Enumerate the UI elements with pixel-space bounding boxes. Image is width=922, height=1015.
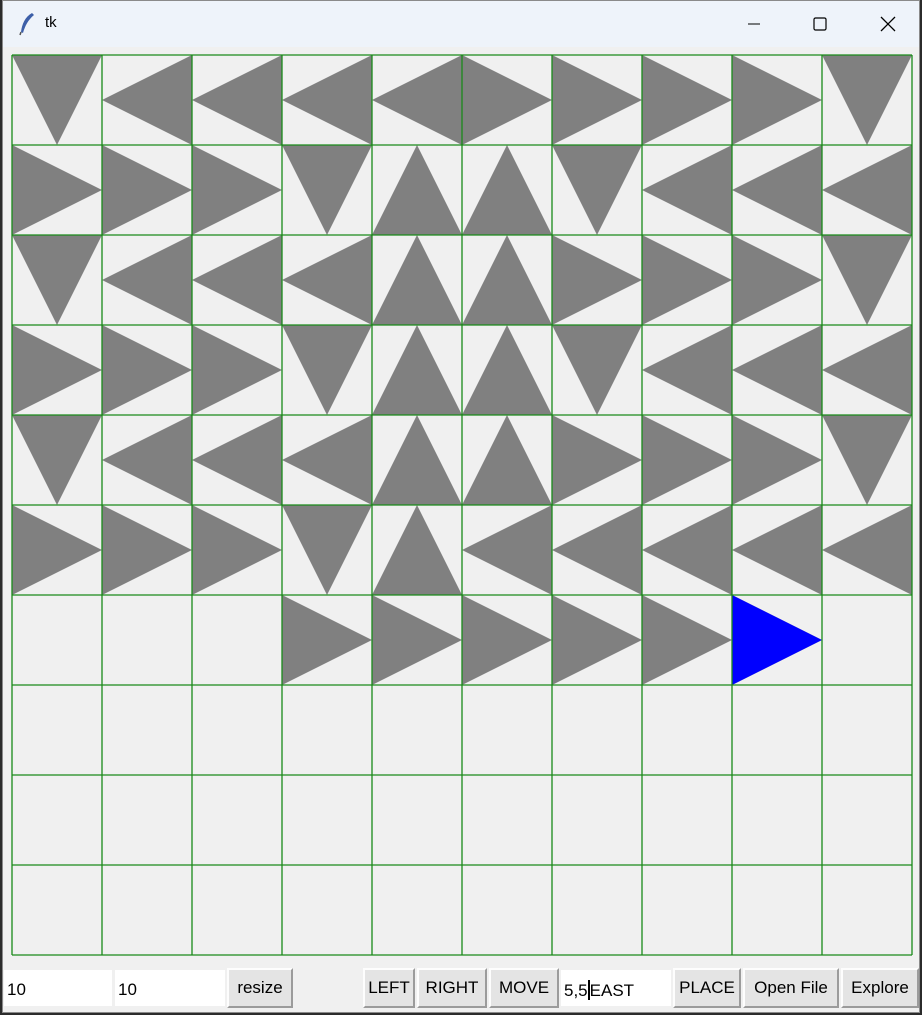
trail-arrow-icon xyxy=(732,55,822,145)
text-caret xyxy=(587,980,590,1000)
trail-arrow-icon xyxy=(192,505,282,595)
trail-arrow-icon xyxy=(822,325,912,415)
trail-arrow-icon xyxy=(372,235,462,325)
trail-arrow-icon xyxy=(282,595,372,685)
trail-arrow-icon xyxy=(462,325,552,415)
trail-arrow-icon xyxy=(12,55,102,145)
trail-arrow-icon xyxy=(552,325,642,415)
place-input-text-before: 5,5 xyxy=(564,981,588,1000)
trail-arrow-icon xyxy=(102,415,192,505)
move-button[interactable]: MOVE xyxy=(489,968,559,1008)
trail-arrow-icon xyxy=(822,55,912,145)
trail-arrow-icon xyxy=(282,235,372,325)
trail-arrow-icon xyxy=(12,145,102,235)
maximize-button[interactable] xyxy=(785,1,855,47)
trail-arrow-icon xyxy=(372,325,462,415)
trail-arrow-icon xyxy=(12,235,102,325)
trail-arrow-icon xyxy=(12,415,102,505)
trail-arrow-icon xyxy=(282,505,372,595)
title-bar: tk xyxy=(3,1,919,47)
trail-arrow-icon xyxy=(372,505,462,595)
trail-arrow-icon xyxy=(462,235,552,325)
trail-arrow-icon xyxy=(822,145,912,235)
height-input[interactable]: 10 xyxy=(115,970,225,1006)
trail-arrow-icon xyxy=(552,595,642,685)
trail-arrow-icon xyxy=(282,415,372,505)
trail-arrow-icon xyxy=(642,145,732,235)
trail-arrow-icon xyxy=(192,415,282,505)
trail-arrow-icon xyxy=(732,505,822,595)
close-button[interactable] xyxy=(853,1,922,47)
explore-button[interactable]: Explore xyxy=(841,968,919,1008)
trail-arrow-icon xyxy=(282,55,372,145)
trail-arrow-icon xyxy=(822,505,912,595)
trail-arrow-icon xyxy=(372,415,462,505)
close-icon xyxy=(880,16,896,32)
trail-arrow-icon xyxy=(822,415,912,505)
minimize-icon xyxy=(748,23,760,25)
resize-button[interactable]: resize xyxy=(227,968,293,1008)
trail-arrow-icon xyxy=(462,145,552,235)
trail-arrow-icon xyxy=(372,595,462,685)
trail-arrow-icon xyxy=(372,55,462,145)
trail-arrow-icon xyxy=(372,145,462,235)
trail-arrow-icon xyxy=(552,415,642,505)
trail-arrow-icon xyxy=(732,145,822,235)
trail-arrow-icon xyxy=(12,505,102,595)
trail-arrow-icon xyxy=(462,55,552,145)
trail-arrow-icon xyxy=(642,235,732,325)
trail-arrow-icon xyxy=(732,415,822,505)
trail-arrow-icon xyxy=(552,235,642,325)
trail-arrow-icon xyxy=(282,145,372,235)
board-canvas[interactable] xyxy=(11,54,913,956)
open-file-button[interactable]: Open File xyxy=(743,968,839,1008)
trail-arrow-icon xyxy=(102,235,192,325)
trail-arrow-icon xyxy=(192,325,282,415)
window-title: tk xyxy=(45,14,57,31)
trail-arrow-icon xyxy=(102,325,192,415)
trail-arrow-icon xyxy=(12,325,102,415)
trail-arrow-icon xyxy=(102,55,192,145)
grid-board[interactable] xyxy=(11,54,913,956)
trail-arrow-icon xyxy=(192,145,282,235)
robot-arrow-icon xyxy=(732,595,822,685)
width-input[interactable]: 10 xyxy=(4,970,112,1006)
trail-arrow-icon xyxy=(822,235,912,325)
trail-arrow-icon xyxy=(192,55,282,145)
trail-arrow-icon xyxy=(462,505,552,595)
trail-arrow-icon xyxy=(462,415,552,505)
place-button[interactable]: PLACE xyxy=(673,968,741,1008)
trail-arrow-icon xyxy=(102,505,192,595)
trail-arrow-icon xyxy=(642,55,732,145)
trail-arrow-icon xyxy=(642,505,732,595)
trail-arrow-icon xyxy=(192,235,282,325)
trail-arrow-icon xyxy=(462,595,552,685)
trail-arrow-icon xyxy=(552,145,642,235)
trail-arrow-icon xyxy=(732,325,822,415)
trail-arrow-icon xyxy=(642,415,732,505)
trail-arrow-icon xyxy=(552,505,642,595)
trail-arrow-icon xyxy=(642,325,732,415)
trail-arrow-icon xyxy=(552,55,642,145)
maximize-icon xyxy=(813,17,827,31)
left-button[interactable]: LEFT xyxy=(363,968,415,1008)
trail-arrow-icon xyxy=(732,235,822,325)
right-button[interactable]: RIGHT xyxy=(417,968,487,1008)
trail-arrow-icon xyxy=(642,595,732,685)
feather-icon xyxy=(17,12,37,36)
place-input-text-after: EAST xyxy=(589,981,635,1000)
minimize-button[interactable] xyxy=(719,1,789,47)
trail-arrow-icon xyxy=(282,325,372,415)
trail-arrow-icon xyxy=(102,145,192,235)
